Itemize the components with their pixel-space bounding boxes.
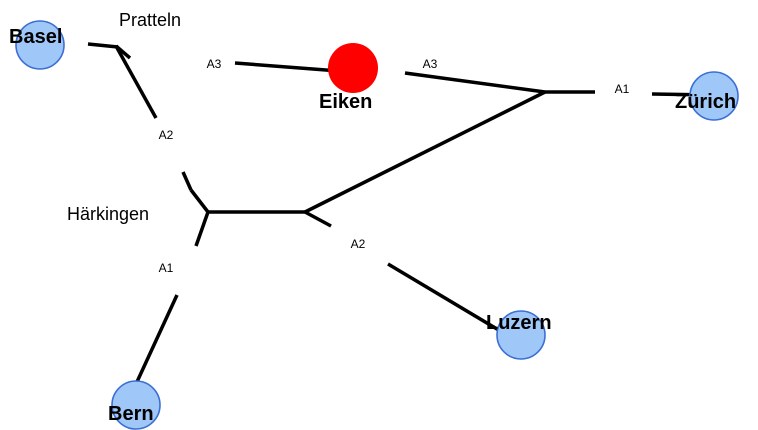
road-a2-luzern <box>387 262 513 340</box>
road-label-a1-south: A1 <box>159 261 174 275</box>
road-a3-eiken-junction <box>404 71 546 94</box>
city-nodes <box>15 20 739 430</box>
road-a2-pratteln-south <box>114 45 158 119</box>
road-label-a3-west: A3 <box>207 57 222 71</box>
city-label-luzern: Luzern <box>486 312 552 334</box>
city-node-luzern[interactable] <box>496 310 546 360</box>
road-label-a2-north: A2 <box>159 128 174 142</box>
city-node-bern[interactable] <box>111 380 161 430</box>
road-diagonal-zurich-haerkingen <box>304 90 546 214</box>
road-label-a1-east: A1 <box>615 82 630 96</box>
road-a2-junction-down <box>304 210 332 228</box>
city-label-bern: Bern <box>108 403 154 425</box>
city-labels: Basel Eiken Zürich Luzern Bern <box>9 26 736 425</box>
road-a1-bern <box>134 294 179 385</box>
road-label-a2-south: A2 <box>351 237 366 251</box>
city-label-basel: Basel <box>9 26 62 48</box>
city-label-eiken: Eiken <box>319 91 372 113</box>
road-haerkingen-upper <box>189 188 210 214</box>
road-a2-pratteln-stub <box>114 44 132 60</box>
road-a1-haerkingen-down <box>194 211 210 247</box>
junction-labels: Pratteln Härkingen <box>67 10 181 224</box>
road-a2-haerkingen-north <box>181 171 193 191</box>
city-node-zurich[interactable] <box>689 71 739 121</box>
road-basel-pratteln <box>87 42 119 49</box>
city-label-zurich: Zürich <box>675 91 736 113</box>
junction-label-haerkingen: Härkingen <box>67 204 149 224</box>
road-network <box>87 42 713 385</box>
city-node-basel[interactable] <box>15 20 65 70</box>
junction-label-pratteln: Pratteln <box>119 10 181 30</box>
road-label-a3-east: A3 <box>423 57 438 71</box>
road-labels: A3 A3 A1 A2 A2 A1 <box>159 57 630 275</box>
incident-marker-eiken[interactable] <box>328 43 378 93</box>
